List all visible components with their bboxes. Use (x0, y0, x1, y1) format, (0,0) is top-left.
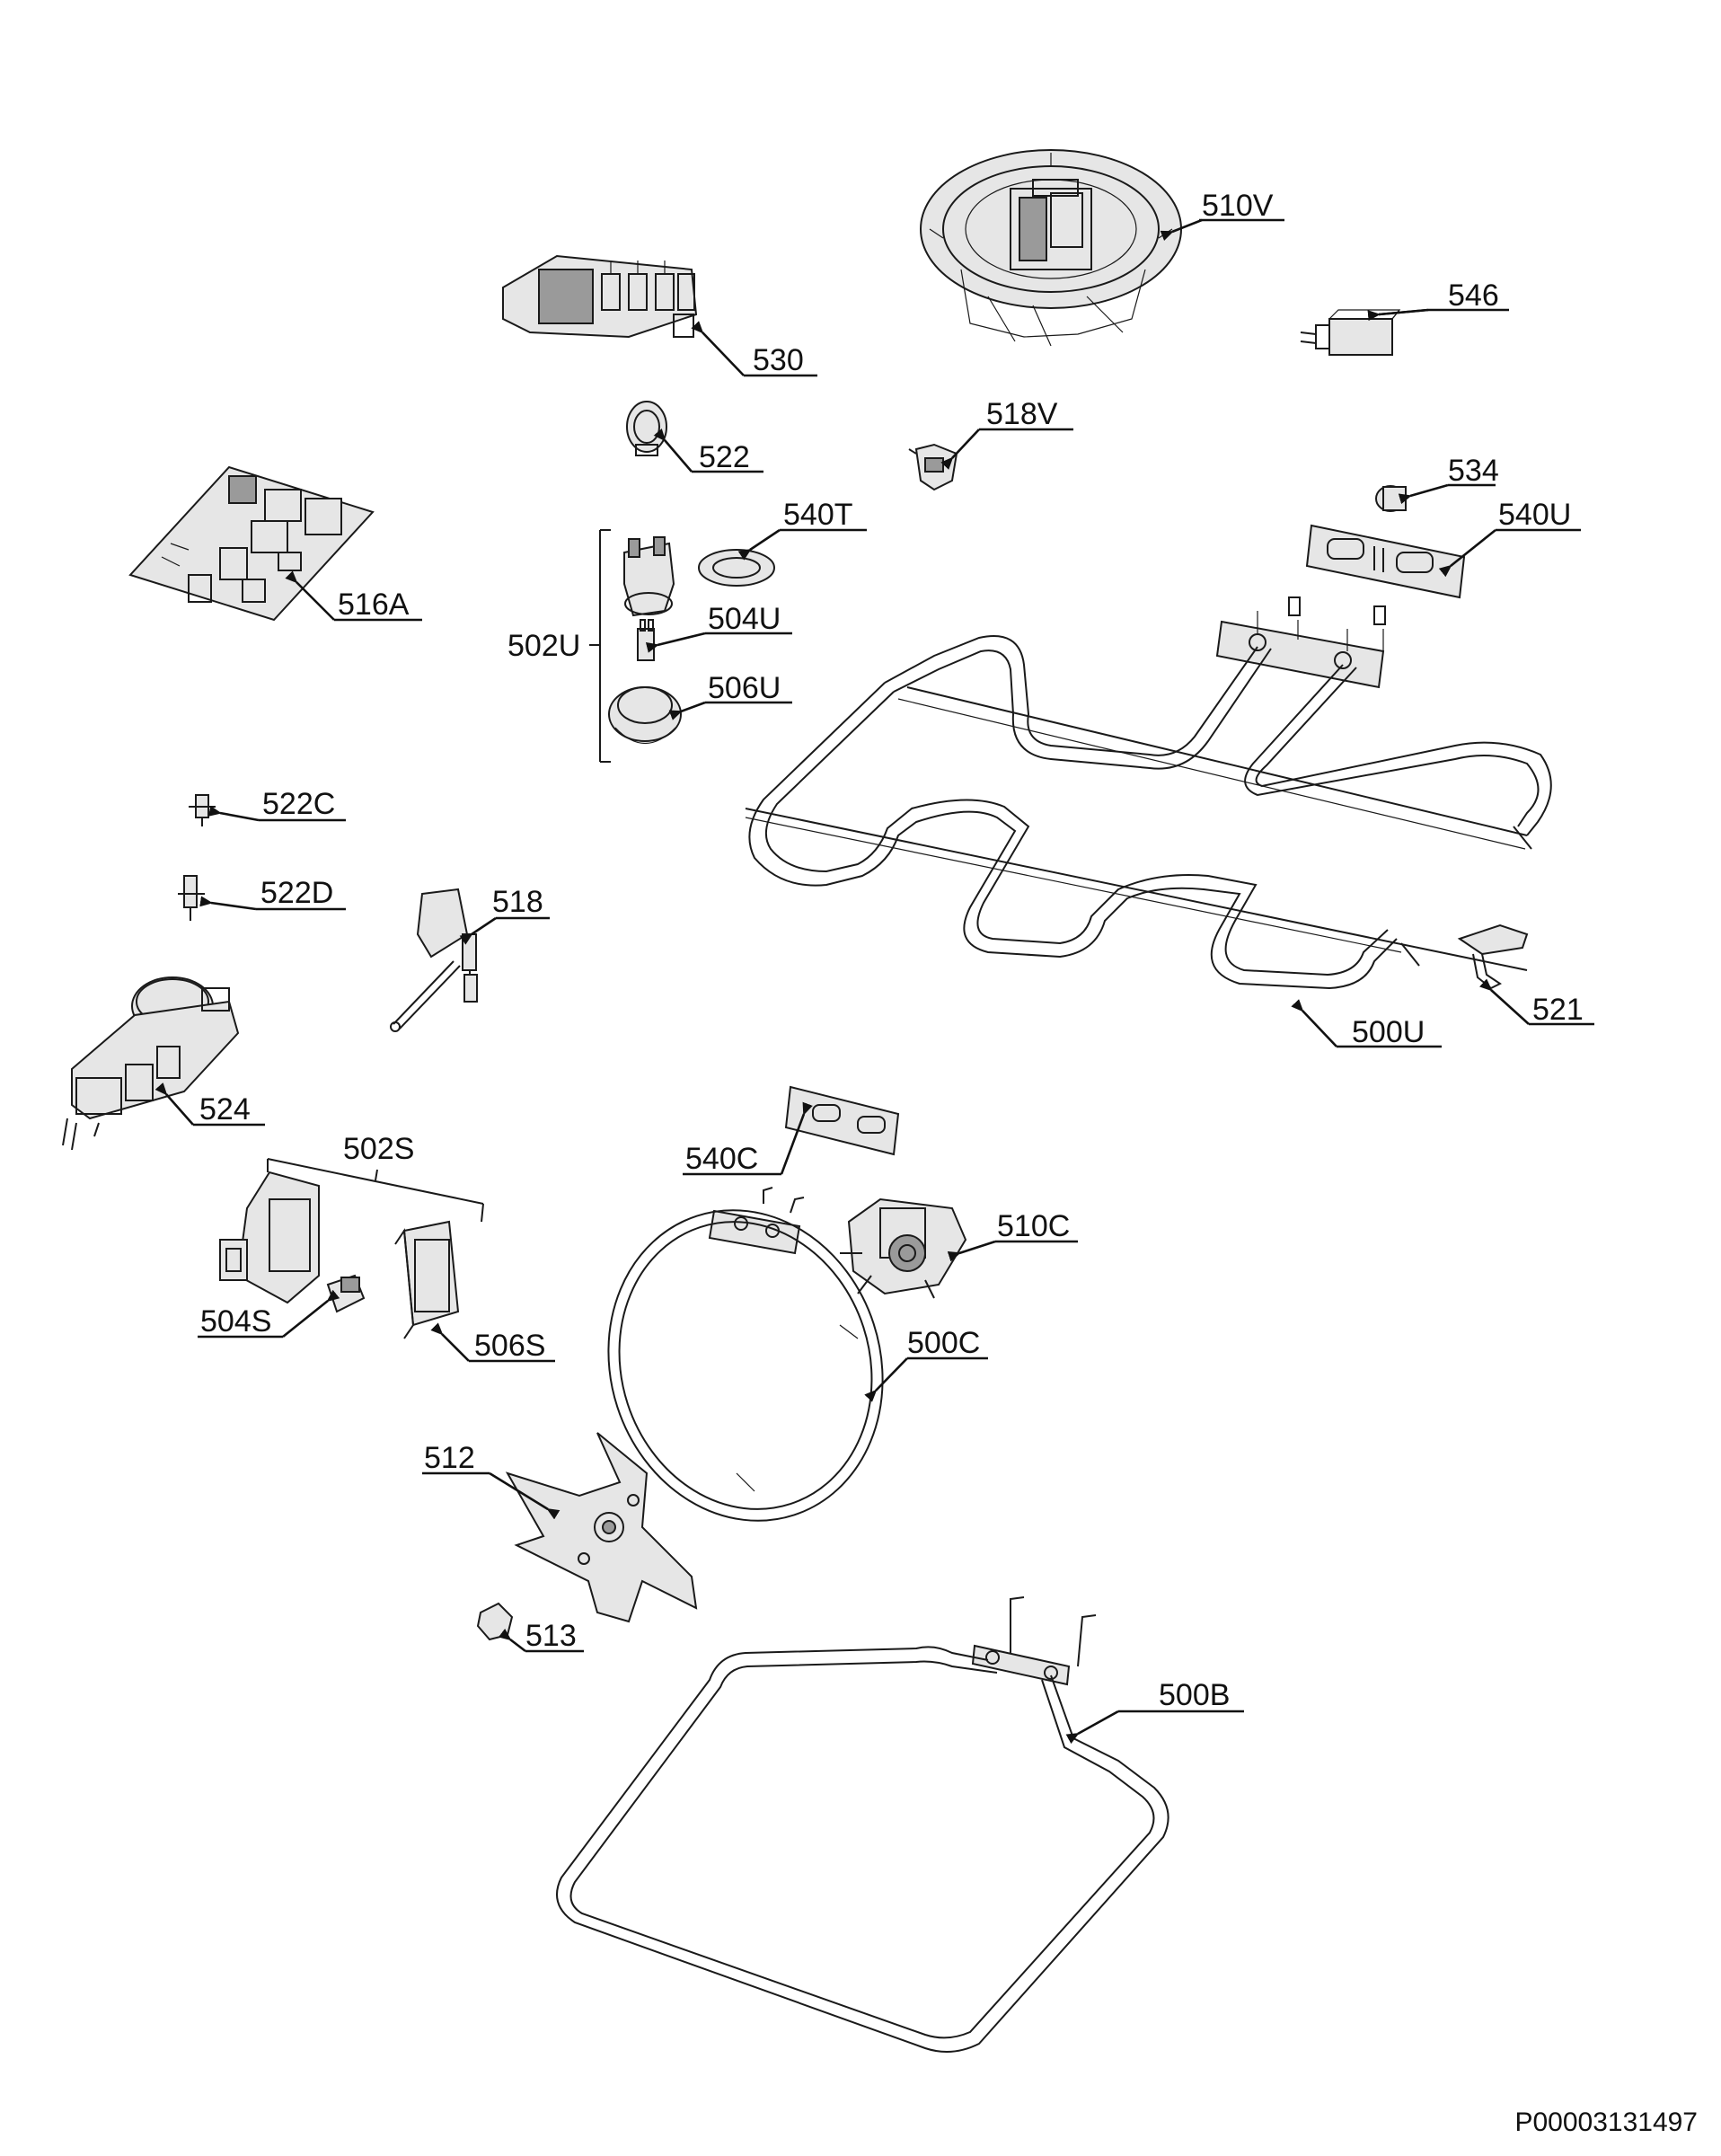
label-522D: 522D (260, 876, 333, 910)
label-524: 524 (199, 1092, 251, 1127)
part-502U-lamp-housing-drawing (623, 536, 675, 617)
part-518V-drawing (908, 443, 958, 491)
part-500U-heating-element-drawing (745, 596, 1552, 990)
label-534: 534 (1448, 454, 1499, 488)
label-502S: 502S (343, 1132, 414, 1166)
part-516A-pcb-drawing (128, 465, 375, 622)
part-522-drawing (626, 401, 667, 456)
label-522: 522 (699, 440, 750, 474)
label-516A: 516A (338, 588, 410, 622)
part-521-clip-drawing (1457, 923, 1529, 990)
label-540U: 540U (1498, 498, 1571, 532)
label-512: 512 (424, 1441, 475, 1475)
label-500B: 500B (1159, 1678, 1230, 1712)
label-504U: 504U (708, 602, 781, 636)
part-530-terminal-block-drawing (502, 254, 698, 339)
part-534-drawing (1375, 485, 1407, 512)
group-502U-bracket (589, 529, 611, 763)
label-518V: 518V (986, 397, 1058, 431)
part-524-door-lock-drawing (62, 976, 240, 1151)
part-518-sensor-drawing (390, 888, 478, 1032)
part-504U-drawing (637, 619, 655, 661)
label-540C: 540C (685, 1142, 758, 1176)
part-502S-lamp-housing-drawing (219, 1171, 320, 1304)
part-506S-lens-drawing (394, 1220, 460, 1339)
part-540T-drawing (698, 549, 775, 587)
label-500U: 500U (1352, 1015, 1425, 1049)
label-522C: 522C (262, 787, 335, 821)
label-546: 546 (1448, 278, 1499, 313)
part-522D-drawing (178, 875, 205, 921)
part-540U-drawing (1305, 524, 1466, 599)
label-506U: 506U (708, 671, 781, 705)
label-513: 513 (525, 1619, 577, 1653)
label-530: 530 (753, 343, 804, 377)
label-540T: 540T (783, 498, 853, 532)
label-521: 521 (1532, 993, 1584, 1027)
part-504S-drawing (326, 1274, 366, 1313)
part-512-fan-blade-drawing (505, 1432, 698, 1623)
part-506U-lens-drawing (608, 686, 682, 745)
label-518: 518 (492, 885, 543, 919)
part-540C-drawing (784, 1085, 900, 1156)
label-500C: 500C (907, 1326, 980, 1360)
part-500C-ring-element-drawing (607, 1187, 884, 1522)
part-510C-motor-drawing (840, 1197, 967, 1299)
group-502S-bracket (267, 1158, 484, 1223)
label-510C: 510C (997, 1209, 1070, 1243)
part-546-drawing (1300, 309, 1401, 356)
label-504S: 504S (200, 1304, 271, 1339)
document-id: P00003131497 (1514, 2107, 1698, 2137)
label-506S: 506S (474, 1329, 545, 1363)
part-513-nut-drawing (476, 1602, 514, 1641)
part-500B-heating-element-drawing (556, 1596, 1169, 2053)
label-510V: 510V (1202, 189, 1274, 223)
label-502U: 502U (507, 629, 580, 663)
part-510V-fan-motor-drawing (920, 149, 1182, 347)
part-522C-drawing (189, 794, 216, 826)
